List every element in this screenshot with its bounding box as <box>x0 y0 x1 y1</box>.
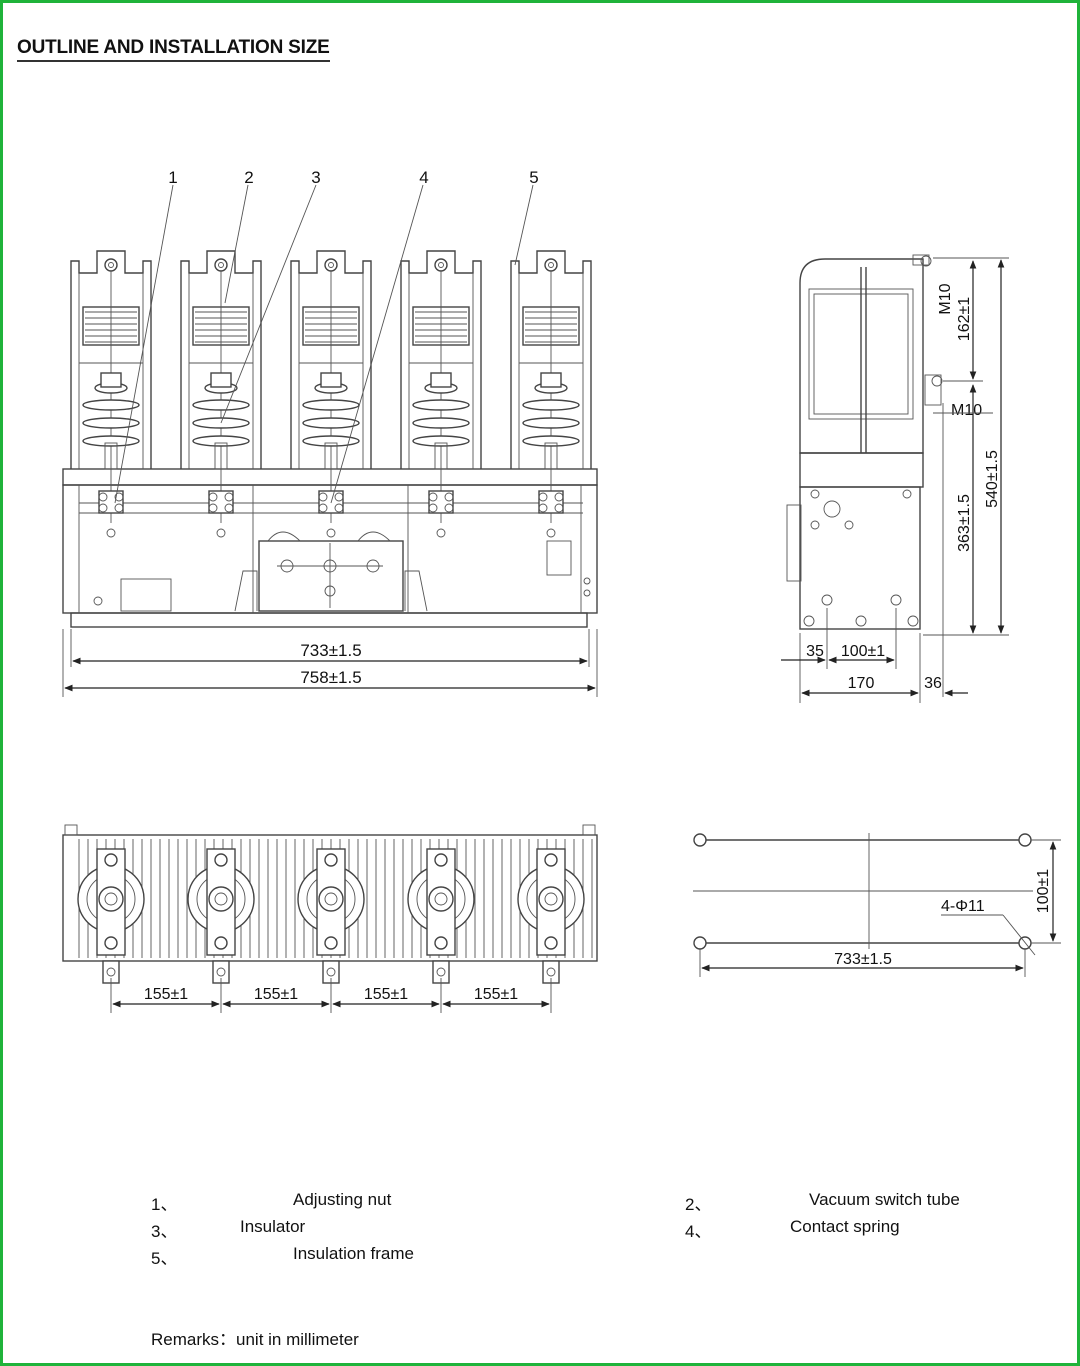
terminal-bolt-icon <box>104 258 118 272</box>
pole-2 <box>180 250 262 538</box>
callout-1: 1 <box>168 168 177 187</box>
dim-162: 162±1 <box>956 297 973 341</box>
legend-num-5: 5、 <box>151 1249 178 1268</box>
dim-363: 363±1.5 <box>956 494 973 552</box>
top-view: 155±1 155±1 155±1 155±1 <box>62 824 598 1013</box>
top-pole-1 <box>77 848 145 984</box>
adjusting-nut-icon <box>428 490 454 514</box>
callout-5: 5 <box>529 168 538 187</box>
terminal-bolt-icon <box>214 258 228 272</box>
dim-36: 36 <box>924 675 942 692</box>
terminal-bolt-icon <box>324 258 338 272</box>
legend-label-1: Adjusting nut <box>293 1190 392 1209</box>
remarks: Remarks：unit in millimeter <box>151 1330 359 1349</box>
legend-label-4: Contact spring <box>790 1217 900 1236</box>
mount-holes-label: 4-Φ11 <box>941 898 985 915</box>
adjusting-nut-icon <box>208 490 234 514</box>
pitch-3: 155±1 <box>364 986 408 1003</box>
top-pole-5 <box>517 848 585 984</box>
adjusting-nut-icon <box>538 490 564 514</box>
pole-5 <box>510 250 592 538</box>
top-pole-4 <box>407 848 475 984</box>
pole-3 <box>290 250 372 538</box>
dim-100-side: 100±1 <box>841 643 885 660</box>
mount-dim-height: 100±1 <box>1035 869 1052 913</box>
mount-dim-width: 733±1.5 <box>834 951 892 968</box>
pitch-2: 155±1 <box>254 986 298 1003</box>
dim-758-front: 758±1.5 <box>300 668 361 687</box>
callout-2: 2 <box>244 168 253 187</box>
top-pole-3 <box>297 848 365 984</box>
dim-540: 540±1.5 <box>984 450 1001 508</box>
pitch-1: 155±1 <box>144 986 188 1003</box>
top-pole-2 <box>187 848 255 984</box>
mount-view: 100±1 733±1.5 4-Φ11 <box>693 833 1061 977</box>
pitch-4: 155±1 <box>474 986 518 1003</box>
page-title: OUTLINE AND INSTALLATION SIZE <box>17 37 330 62</box>
pole-group <box>70 250 592 538</box>
terminal-bolt-icon <box>544 258 558 272</box>
front-view: 1 2 3 4 5 733±1.5 758±1.5 <box>62 168 598 697</box>
legend-label-5: Insulation frame <box>293 1244 414 1263</box>
technical-drawing: 1 2 3 4 5 733±1.5 758±1.5 <box>62 168 1061 1013</box>
pole-1 <box>70 250 152 538</box>
legend-label-2: Vacuum switch tube <box>809 1190 960 1209</box>
legend-num-4: 4、 <box>685 1222 712 1241</box>
label-m10-top: M10 <box>937 283 954 314</box>
legend-label-3: Insulator <box>240 1217 306 1236</box>
legend-num-2: 2、 <box>685 1195 712 1214</box>
dim-35: 35 <box>806 643 824 660</box>
legend-num-1: 1、 <box>151 1195 178 1214</box>
callout-3: 3 <box>311 168 320 187</box>
adjusting-nut-icon <box>98 490 124 514</box>
side-view: M10 162±1 363±1.5 540±1.5 M10 35 100±1 1… <box>781 254 1009 703</box>
terminal-bolt-icon <box>434 258 448 272</box>
pole-4 <box>400 250 482 538</box>
label-m10-mid: M10 <box>951 402 982 419</box>
legend-num-3: 3、 <box>151 1222 178 1241</box>
callout-4: 4 <box>419 168 428 187</box>
dim-733-front: 733±1.5 <box>300 641 361 660</box>
dim-170: 170 <box>848 675 875 692</box>
